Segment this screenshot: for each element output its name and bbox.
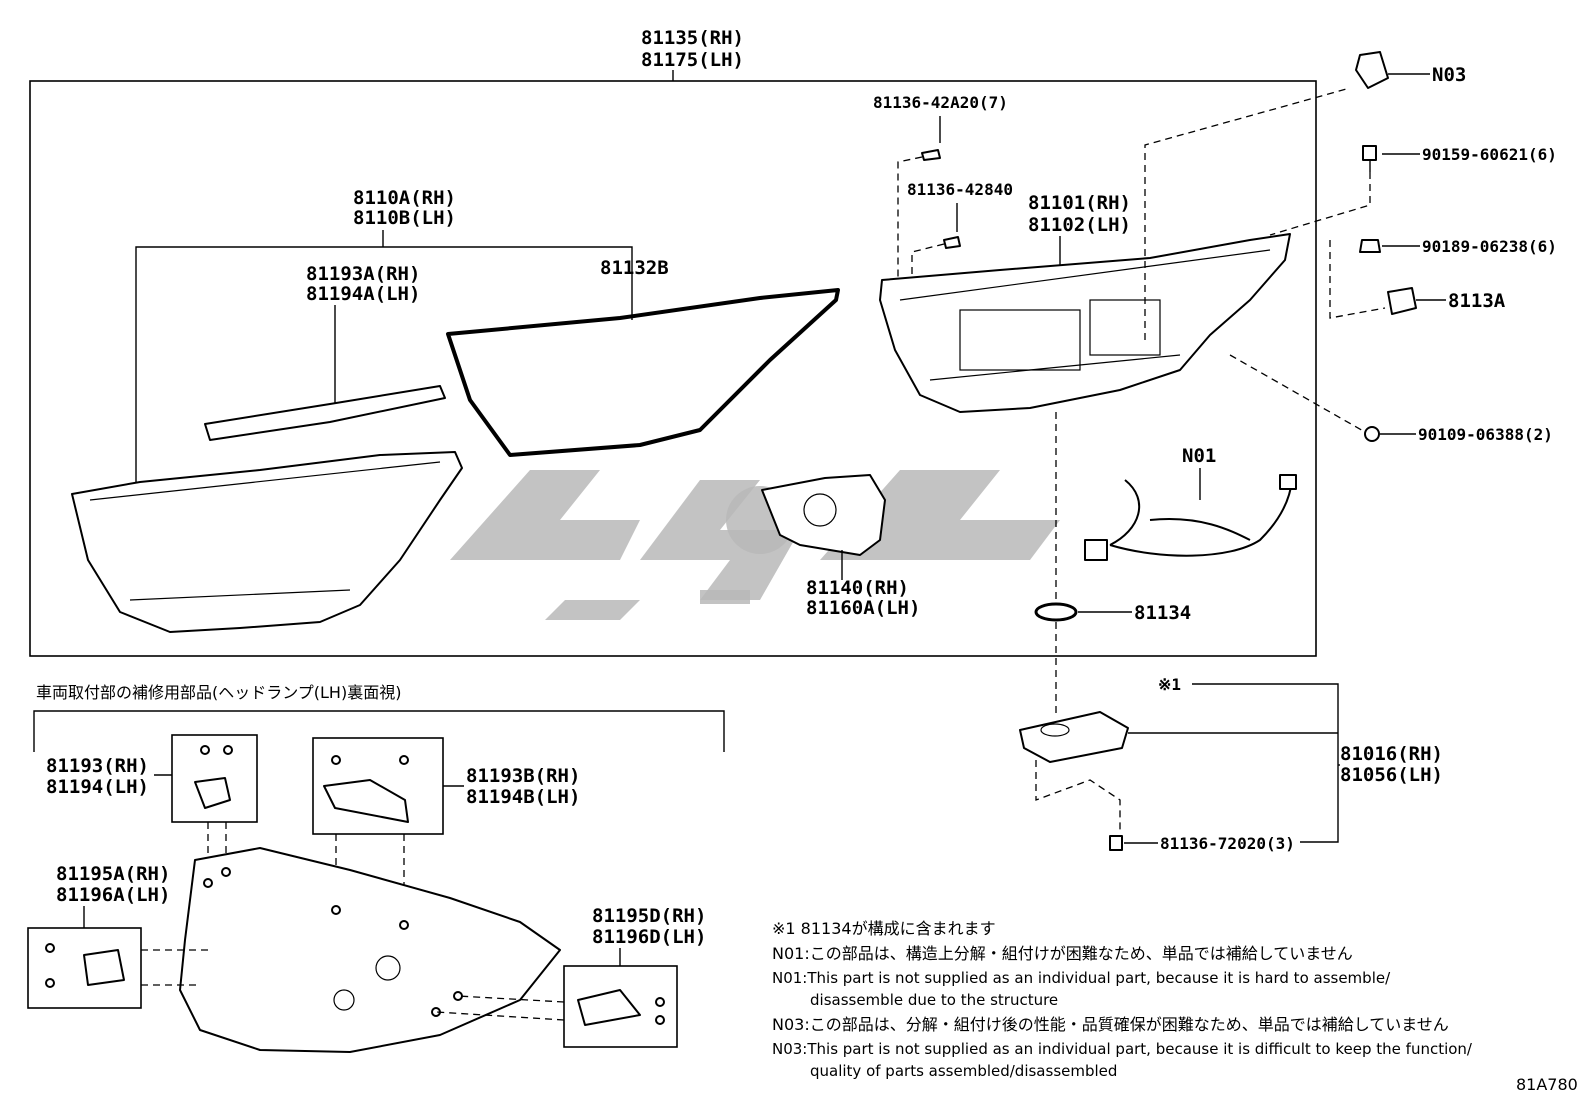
headlamp-lens [71, 451, 463, 633]
repair-section-bracket [33, 710, 725, 752]
label-bracket-d-lh: 81196D(LH) [592, 926, 706, 948]
label-bracket-a-lh: 81196A(LH) [56, 884, 170, 906]
bracket-81193 [194, 777, 231, 809]
bolt-icon [1362, 145, 1377, 161]
note-1: ※1 81134が構成に含まれます [772, 919, 996, 938]
label-screw-7: 81136-42A20(7) [873, 93, 1008, 112]
label-8113a: 8113A [1448, 290, 1506, 312]
note-6: N03:This part is not supplied as an indi… [772, 1040, 1473, 1058]
label-ref-mark: ※1 [1158, 675, 1181, 694]
bracket-81195d [577, 989, 641, 1026]
ring-seal [1034, 602, 1078, 622]
label-ring: 81134 [1134, 602, 1191, 624]
label-trim-rh: 81193A(RH) [306, 263, 420, 285]
bracket-box-3 [27, 927, 142, 1009]
label-trim-lh: 81194A(LH) [306, 283, 420, 305]
label-bracket-lh: 81194(LH) [46, 776, 149, 798]
notes-block: ※1 81134が構成に含まれます N01:この部品は、構造上分解・組付けが困難… [772, 919, 1473, 1080]
screw-icon-3 [1109, 835, 1123, 851]
ecu-module [1019, 711, 1129, 763]
label-screw-1: 81136-42840 [907, 180, 1013, 199]
note-5: N03:この部品は、分解・組付け後の性能・品質確保が困難なため、単品では補給して… [772, 1015, 1449, 1034]
bracket-box-4 [563, 965, 678, 1048]
label-n01: N01 [1182, 445, 1216, 467]
label-housing-rh: 81101(RH) [1028, 192, 1131, 214]
label-bolt-6: 90159-60621(6) [1422, 145, 1557, 164]
label-nut-2: 90109-06388(2) [1418, 425, 1553, 444]
watermark-logo [450, 470, 1060, 620]
part-8113a-icon [1387, 287, 1417, 315]
bracket-81195a [83, 949, 125, 986]
screw-icon-2 [943, 236, 961, 249]
note-4: disassemble due to the structure [810, 991, 1058, 1009]
gasket-seal [446, 288, 840, 457]
label-clip-6: 90189-06238(6) [1422, 237, 1557, 256]
n03-part [1355, 51, 1389, 89]
label-lens-rh: 8110A(RH) [353, 187, 456, 209]
screw-icon [921, 149, 941, 161]
label-projector-lh: 81160A(LH) [806, 597, 920, 619]
bracket-81193b [323, 779, 409, 823]
connector-icon [1084, 539, 1108, 561]
label-assembly-lh: 81175(LH) [641, 49, 744, 71]
label-screw-3: 81136-72020(3) [1160, 834, 1295, 853]
label-bracket-b-rh: 81193B(RH) [466, 765, 580, 787]
label-lens-lh: 8110B(LH) [353, 207, 456, 229]
clip-icon [1359, 239, 1381, 253]
note-7: quality of parts assembled/disassembled [810, 1062, 1117, 1080]
projector-unit [761, 474, 886, 556]
diagram-code: 81A780 [1516, 1075, 1578, 1094]
label-ecu-rh: 81016(RH) [1340, 743, 1443, 765]
label-gasket: 81132B [600, 257, 669, 279]
label-bracket-b-lh: 81194B(LH) [466, 786, 580, 808]
nut-icon [1364, 426, 1380, 442]
trim-strip [204, 385, 446, 441]
housing-back-view [179, 847, 561, 1053]
label-bracket-a-rh: 81195A(RH) [56, 863, 170, 885]
label-projector-rh: 81140(RH) [806, 577, 909, 599]
headlamp-housing [879, 233, 1291, 413]
label-n03: N03 [1432, 64, 1466, 86]
note-2: N01:この部品は、構造上分解・組付けが困難なため、単品では補給していません [772, 944, 1353, 963]
wire-harness [1109, 479, 1293, 557]
repair-section-title: 車両取付部の補修用部品(ヘッドランプ(LH)裏面視) [36, 683, 401, 702]
note-3: N01:This part is not supplied as an indi… [772, 969, 1391, 987]
bracket-box-1 [171, 734, 258, 823]
label-bracket-rh: 81193(RH) [46, 755, 149, 777]
label-assembly-rh: 81135(RH) [641, 27, 744, 49]
label-bracket-d-rh: 81195D(RH) [592, 905, 706, 927]
label-housing-lh: 81102(LH) [1028, 214, 1131, 236]
label-ecu-lh: 81056(LH) [1340, 764, 1443, 786]
connector-icon-2 [1279, 474, 1297, 490]
